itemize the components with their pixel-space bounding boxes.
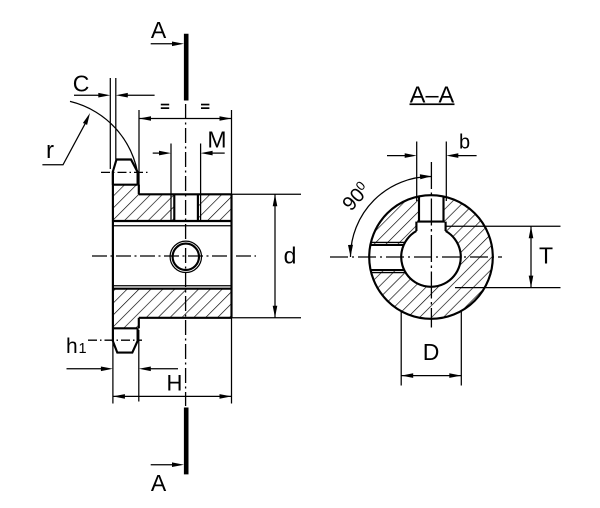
svg-text:r: r [46, 137, 54, 164]
svg-text:1: 1 [79, 341, 87, 357]
svg-text:M: M [207, 126, 226, 152]
svg-text:A: A [151, 17, 167, 43]
svg-text:A: A [151, 470, 167, 496]
svg-text:A–A: A–A [410, 81, 455, 107]
svg-text:b: b [459, 132, 470, 154]
svg-text:T: T [539, 243, 553, 269]
svg-text:h: h [66, 335, 78, 358]
svg-text:d: d [284, 242, 297, 268]
svg-text:H: H [167, 371, 183, 396]
svg-text:C: C [73, 71, 90, 97]
svg-text:D: D [423, 339, 440, 365]
